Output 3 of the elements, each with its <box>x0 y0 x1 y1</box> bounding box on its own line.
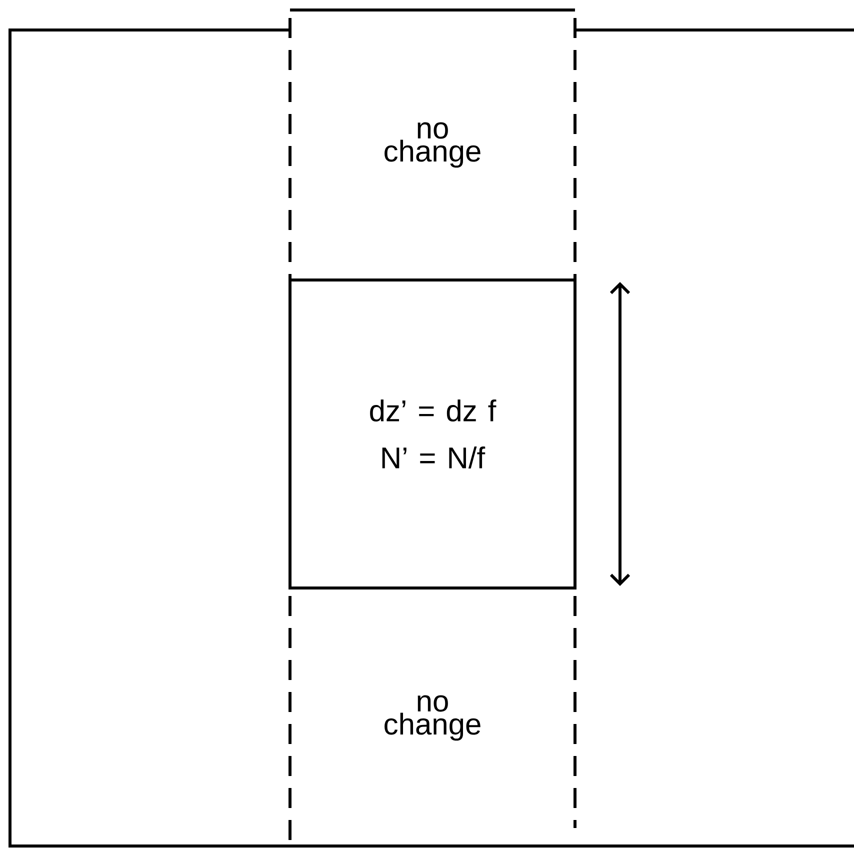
process-box: dz’ = dz f N’ = N/f <box>288 278 576 590</box>
dashed-band: no change <box>288 8 576 280</box>
dashed-band: no change <box>288 596 576 848</box>
